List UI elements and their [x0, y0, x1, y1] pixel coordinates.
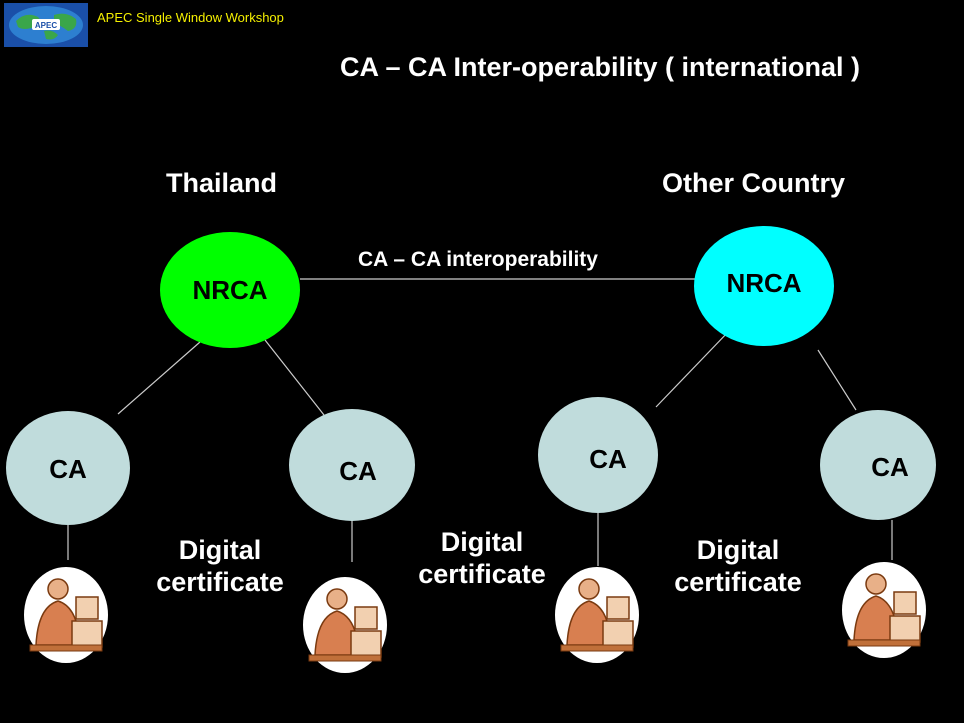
cert-label-right-line1: Digital — [696, 535, 780, 565]
nrca-label-thailand: NRCA — [192, 275, 268, 305]
user-at-computer-icon — [842, 562, 926, 658]
cert-label-left: Digital certificate — [150, 534, 290, 599]
workshop-title: APEC Single Window Workshop — [97, 10, 284, 25]
ca-node-3 — [538, 397, 658, 513]
connector-thai-ca2 — [264, 339, 325, 416]
slide-title: CA – CA Inter-operability ( internationa… — [340, 52, 861, 82]
nrca-node-other — [694, 226, 834, 346]
ca-label-1: CA — [49, 454, 87, 484]
country-label-other: Other Country — [662, 168, 846, 198]
user-at-computer-icon — [24, 567, 108, 663]
cert-label-middle-line1: Digital — [440, 527, 524, 557]
country-label-thailand: Thailand — [166, 168, 278, 198]
user-at-computer-icon — [303, 577, 387, 673]
ca-node-4 — [820, 410, 936, 520]
connector-thai-ca1 — [117, 341, 201, 415]
ca-node-1 — [6, 411, 130, 525]
nrca-node-thailand — [160, 232, 300, 348]
cert-label-left-line2: certificate — [156, 567, 284, 598]
interop-label: CA – CA interoperability — [358, 248, 598, 271]
ca-node-2 — [289, 409, 415, 521]
cert-label-right-line2: certificate — [674, 567, 802, 598]
apec-logo-text: APEC — [35, 21, 57, 30]
nrca-label-other: NRCA — [726, 268, 802, 298]
apec-logo-icon: APEC — [4, 3, 88, 47]
connector-other-ca1 — [655, 329, 731, 408]
cert-label-right: Digital certificate — [668, 534, 808, 599]
cert-label-middle-line2: certificate — [418, 559, 546, 590]
connector-other-ca2 — [817, 349, 857, 411]
ca-label-3: CA — [589, 444, 627, 474]
ca-label-2: CA — [339, 456, 377, 486]
ca-label-4: CA — [871, 452, 909, 482]
user-at-computer-icon — [555, 567, 639, 663]
cert-label-middle: Digital certificate — [412, 526, 552, 591]
cert-label-left-line1: Digital — [178, 535, 262, 565]
